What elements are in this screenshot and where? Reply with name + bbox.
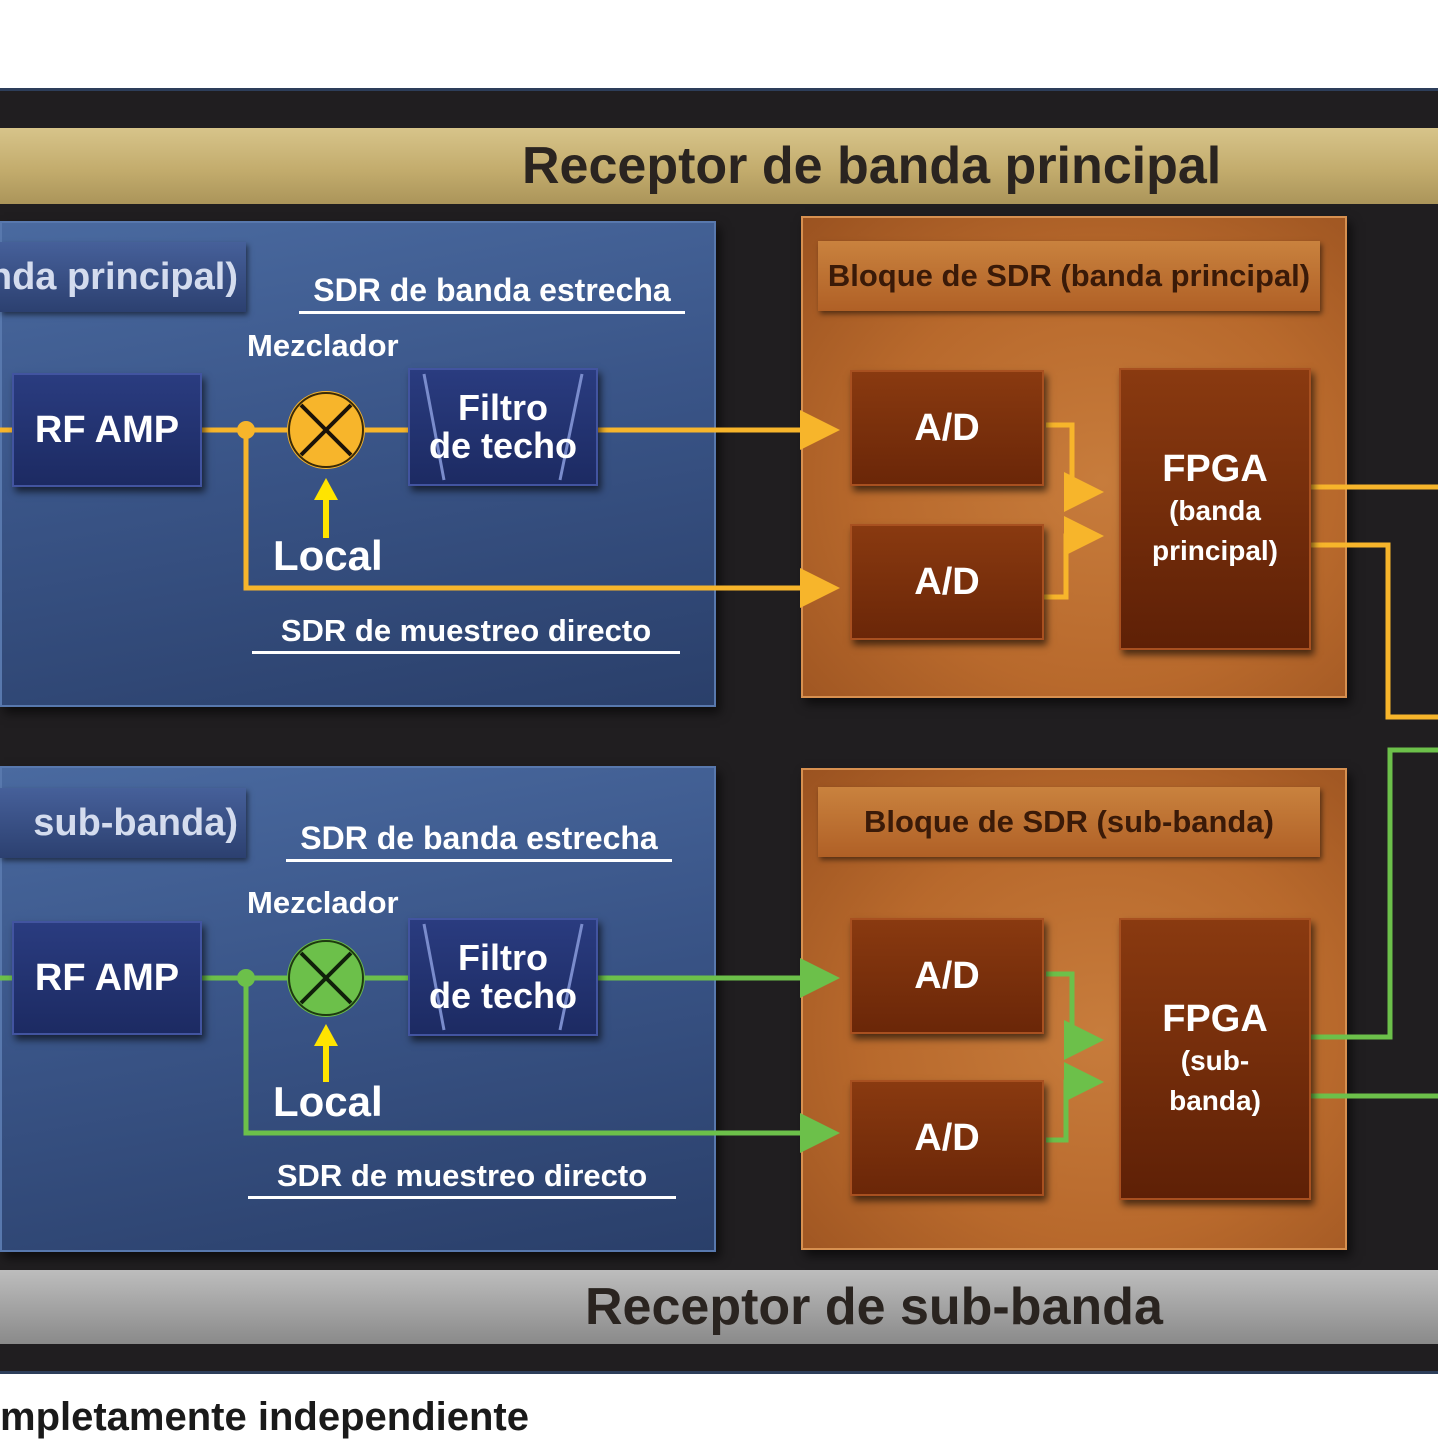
- sub-band-signal-path: [0, 747, 1438, 1153]
- main-ad-top: A/D: [850, 370, 1044, 486]
- main-filter-line2: de techo: [428, 425, 578, 466]
- sub-fpga-line2: (sub-: [1180, 1045, 1250, 1076]
- main-receiver-title: Receptor de banda principal: [522, 137, 1222, 195]
- mixer-x-icon: [288, 392, 364, 468]
- sub-filter-line1: Filtro: [458, 937, 548, 978]
- main-direct-sampling-label: SDR de muestreo directo: [252, 613, 680, 654]
- main-fpga-line1: FPGA: [1162, 448, 1268, 490]
- sub-filter-line2: de techo: [428, 975, 578, 1016]
- sub-fpga: FPGA (sub- banda): [1119, 918, 1311, 1200]
- sub-ad-bottom: A/D: [850, 1080, 1044, 1196]
- sub-fpga-line3: banda): [1169, 1085, 1261, 1116]
- main-rf-tab: nda principal): [0, 242, 246, 312]
- mixer-x-icon: [288, 940, 364, 1016]
- sub-ad-top: A/D: [850, 918, 1044, 1034]
- sub-mixer-label: Mezclador: [247, 885, 399, 920]
- filter-shape-icon: [422, 923, 584, 1031]
- main-ad-bottom: A/D: [850, 524, 1044, 640]
- sub-fpga-line1: FPGA: [1162, 998, 1268, 1040]
- filter-shape-icon: [422, 373, 584, 481]
- sub-local-label: Local: [273, 1078, 383, 1125]
- main-receiver-title-bar: Receptor de banda principal: [0, 128, 1438, 204]
- main-narrowband-label: SDR de banda estrecha: [299, 272, 685, 314]
- sub-direct-sampling-label: SDR de muestreo directo: [248, 1158, 676, 1199]
- sub-rf-amp: RF AMP: [12, 921, 202, 1035]
- main-mixer: [287, 391, 365, 469]
- sub-roofing-filter: Filtro de techo: [408, 918, 598, 1036]
- sub-narrowband-label: SDR de banda estrecha: [286, 820, 672, 862]
- main-local-label: Local: [273, 532, 383, 579]
- main-rf-amp: RF AMP: [12, 373, 202, 487]
- sub-receiver-title-bar: Receptor de sub-banda: [0, 1270, 1438, 1344]
- main-mixer-label: Mezclador: [247, 328, 399, 363]
- sub-receiver-title: Receptor de sub-banda: [585, 1278, 1163, 1336]
- main-roofing-filter: Filtro de techo: [408, 368, 598, 486]
- main-sdr-block-tab: Bloque de SDR (banda principal): [818, 241, 1320, 311]
- main-fpga-line3: principal): [1151, 535, 1278, 566]
- sub-sdr-block-tab: Bloque de SDR (sub-banda): [818, 787, 1320, 857]
- footer-caption: mpletamente independiente: [0, 1395, 529, 1439]
- sub-rf-tab: sub-banda): [0, 788, 246, 858]
- sub-mixer: [287, 939, 365, 1017]
- main-fpga: FPGA (banda principal): [1119, 368, 1311, 650]
- main-fpga-line2: (banda: [1169, 495, 1261, 526]
- local-oscillator-arrows: [314, 478, 338, 1082]
- main-filter-line1: Filtro: [458, 387, 548, 428]
